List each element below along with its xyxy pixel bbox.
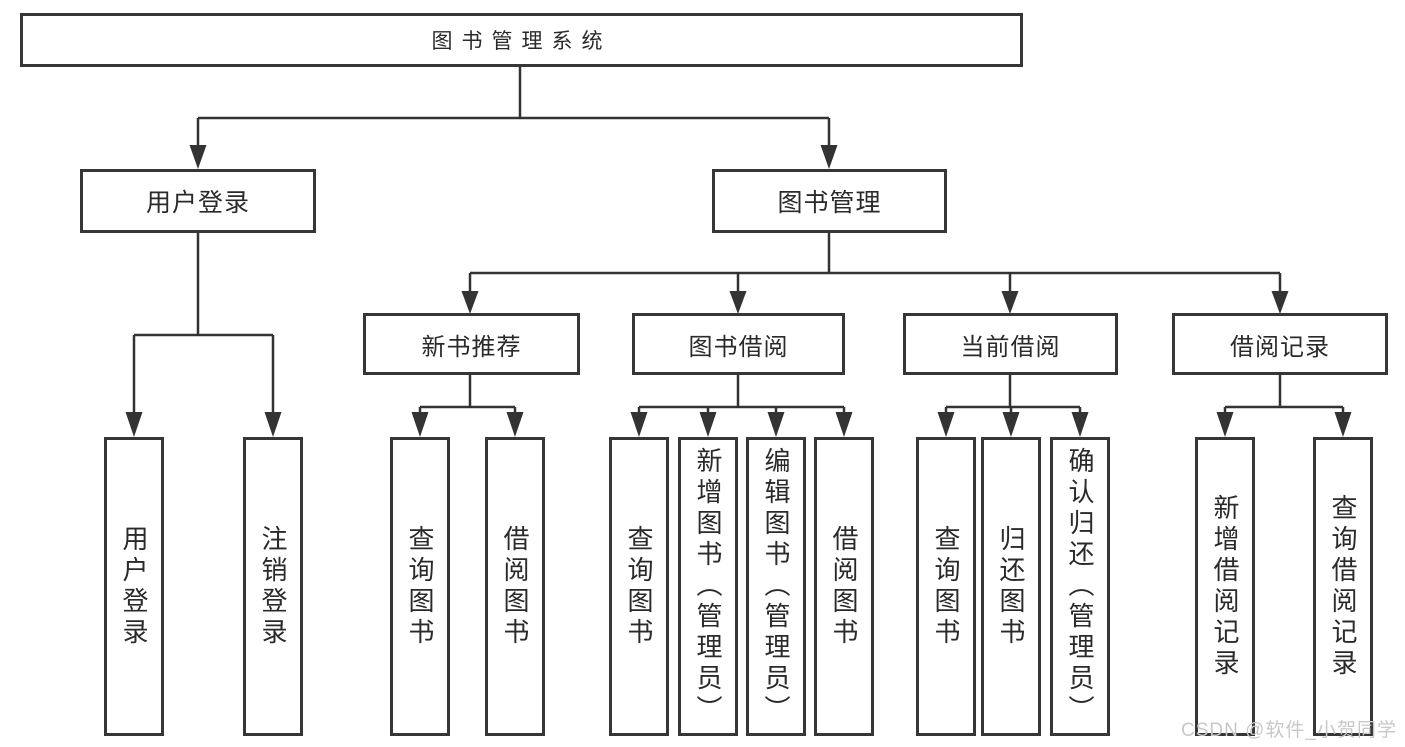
node-current-borrow-label: 当前借阅 — [960, 333, 1061, 361]
leaf-logout: 注销登录 — [243, 437, 303, 736]
node-new-book-recommend-label: 新书推荐 — [421, 333, 522, 361]
leaf-user-login-label: 用户登录 — [119, 524, 149, 649]
leaf-confirm-return-admin-label: 确认归还（管理员） — [1065, 447, 1095, 726]
leaf-user-login: 用户登录 — [104, 437, 164, 736]
leaf-edit-books-admin: 编辑图书（管理员） — [746, 437, 806, 736]
node-borrow-records: 借阅记录 — [1172, 313, 1388, 375]
leaf-logout-label: 注销登录 — [258, 524, 288, 649]
leaf-confirm-return-admin: 确认归还（管理员） — [1050, 437, 1110, 736]
leaf-recommend-borrow-books: 借阅图书 — [485, 437, 545, 736]
leaf-borrow-books-label: 借阅图书 — [829, 524, 859, 649]
leaf-current-query-books-label: 查询图书 — [931, 524, 961, 649]
leaf-query-borrow-record-label: 查询借阅记录 — [1328, 493, 1358, 680]
leaf-recommend-query-books: 查询图书 — [390, 437, 450, 736]
leaf-edit-books-admin-label: 编辑图书（管理员） — [761, 447, 791, 726]
leaf-query-borrow-record: 查询借阅记录 — [1313, 437, 1373, 736]
leaf-recommend-query-books-label: 查询图书 — [405, 524, 435, 649]
node-borrow-records-label: 借阅记录 — [1230, 333, 1330, 361]
leaf-borrow-books: 借阅图书 — [814, 437, 874, 736]
node-book-management-label: 图书管理 — [777, 189, 882, 217]
node-user-login-label: 用户登录 — [145, 189, 250, 217]
leaf-add-borrow-record-label: 新增借阅记录 — [1210, 493, 1240, 680]
leaf-add-books-admin-label: 新增图书（管理员） — [693, 447, 723, 726]
node-book-management: 图书管理 — [712, 169, 947, 233]
node-root-label: 图书管理系统 — [431, 30, 612, 53]
leaf-recommend-borrow-books-label: 借阅图书 — [500, 524, 530, 649]
leaf-return-books-label: 归还图书 — [996, 524, 1026, 649]
leaf-add-borrow-record: 新增借阅记录 — [1195, 437, 1255, 736]
node-root: 图书管理系统 — [20, 13, 1023, 67]
leaf-return-books: 归还图书 — [981, 437, 1041, 736]
node-user-login: 用户登录 — [80, 169, 316, 233]
leaf-borrow-query-books: 查询图书 — [609, 437, 669, 736]
leaf-add-books-admin: 新增图书（管理员） — [678, 437, 738, 736]
node-new-book-recommend: 新书推荐 — [363, 313, 580, 375]
node-book-borrow-label: 图书借阅 — [688, 333, 789, 361]
node-book-borrow: 图书借阅 — [632, 313, 845, 375]
node-current-borrow: 当前借阅 — [903, 313, 1118, 375]
leaf-borrow-query-books-label: 查询图书 — [624, 524, 654, 649]
csdn-watermark: CSDN @软件_小贺同学 — [1181, 720, 1397, 741]
leaf-current-query-books: 查询图书 — [916, 437, 976, 736]
